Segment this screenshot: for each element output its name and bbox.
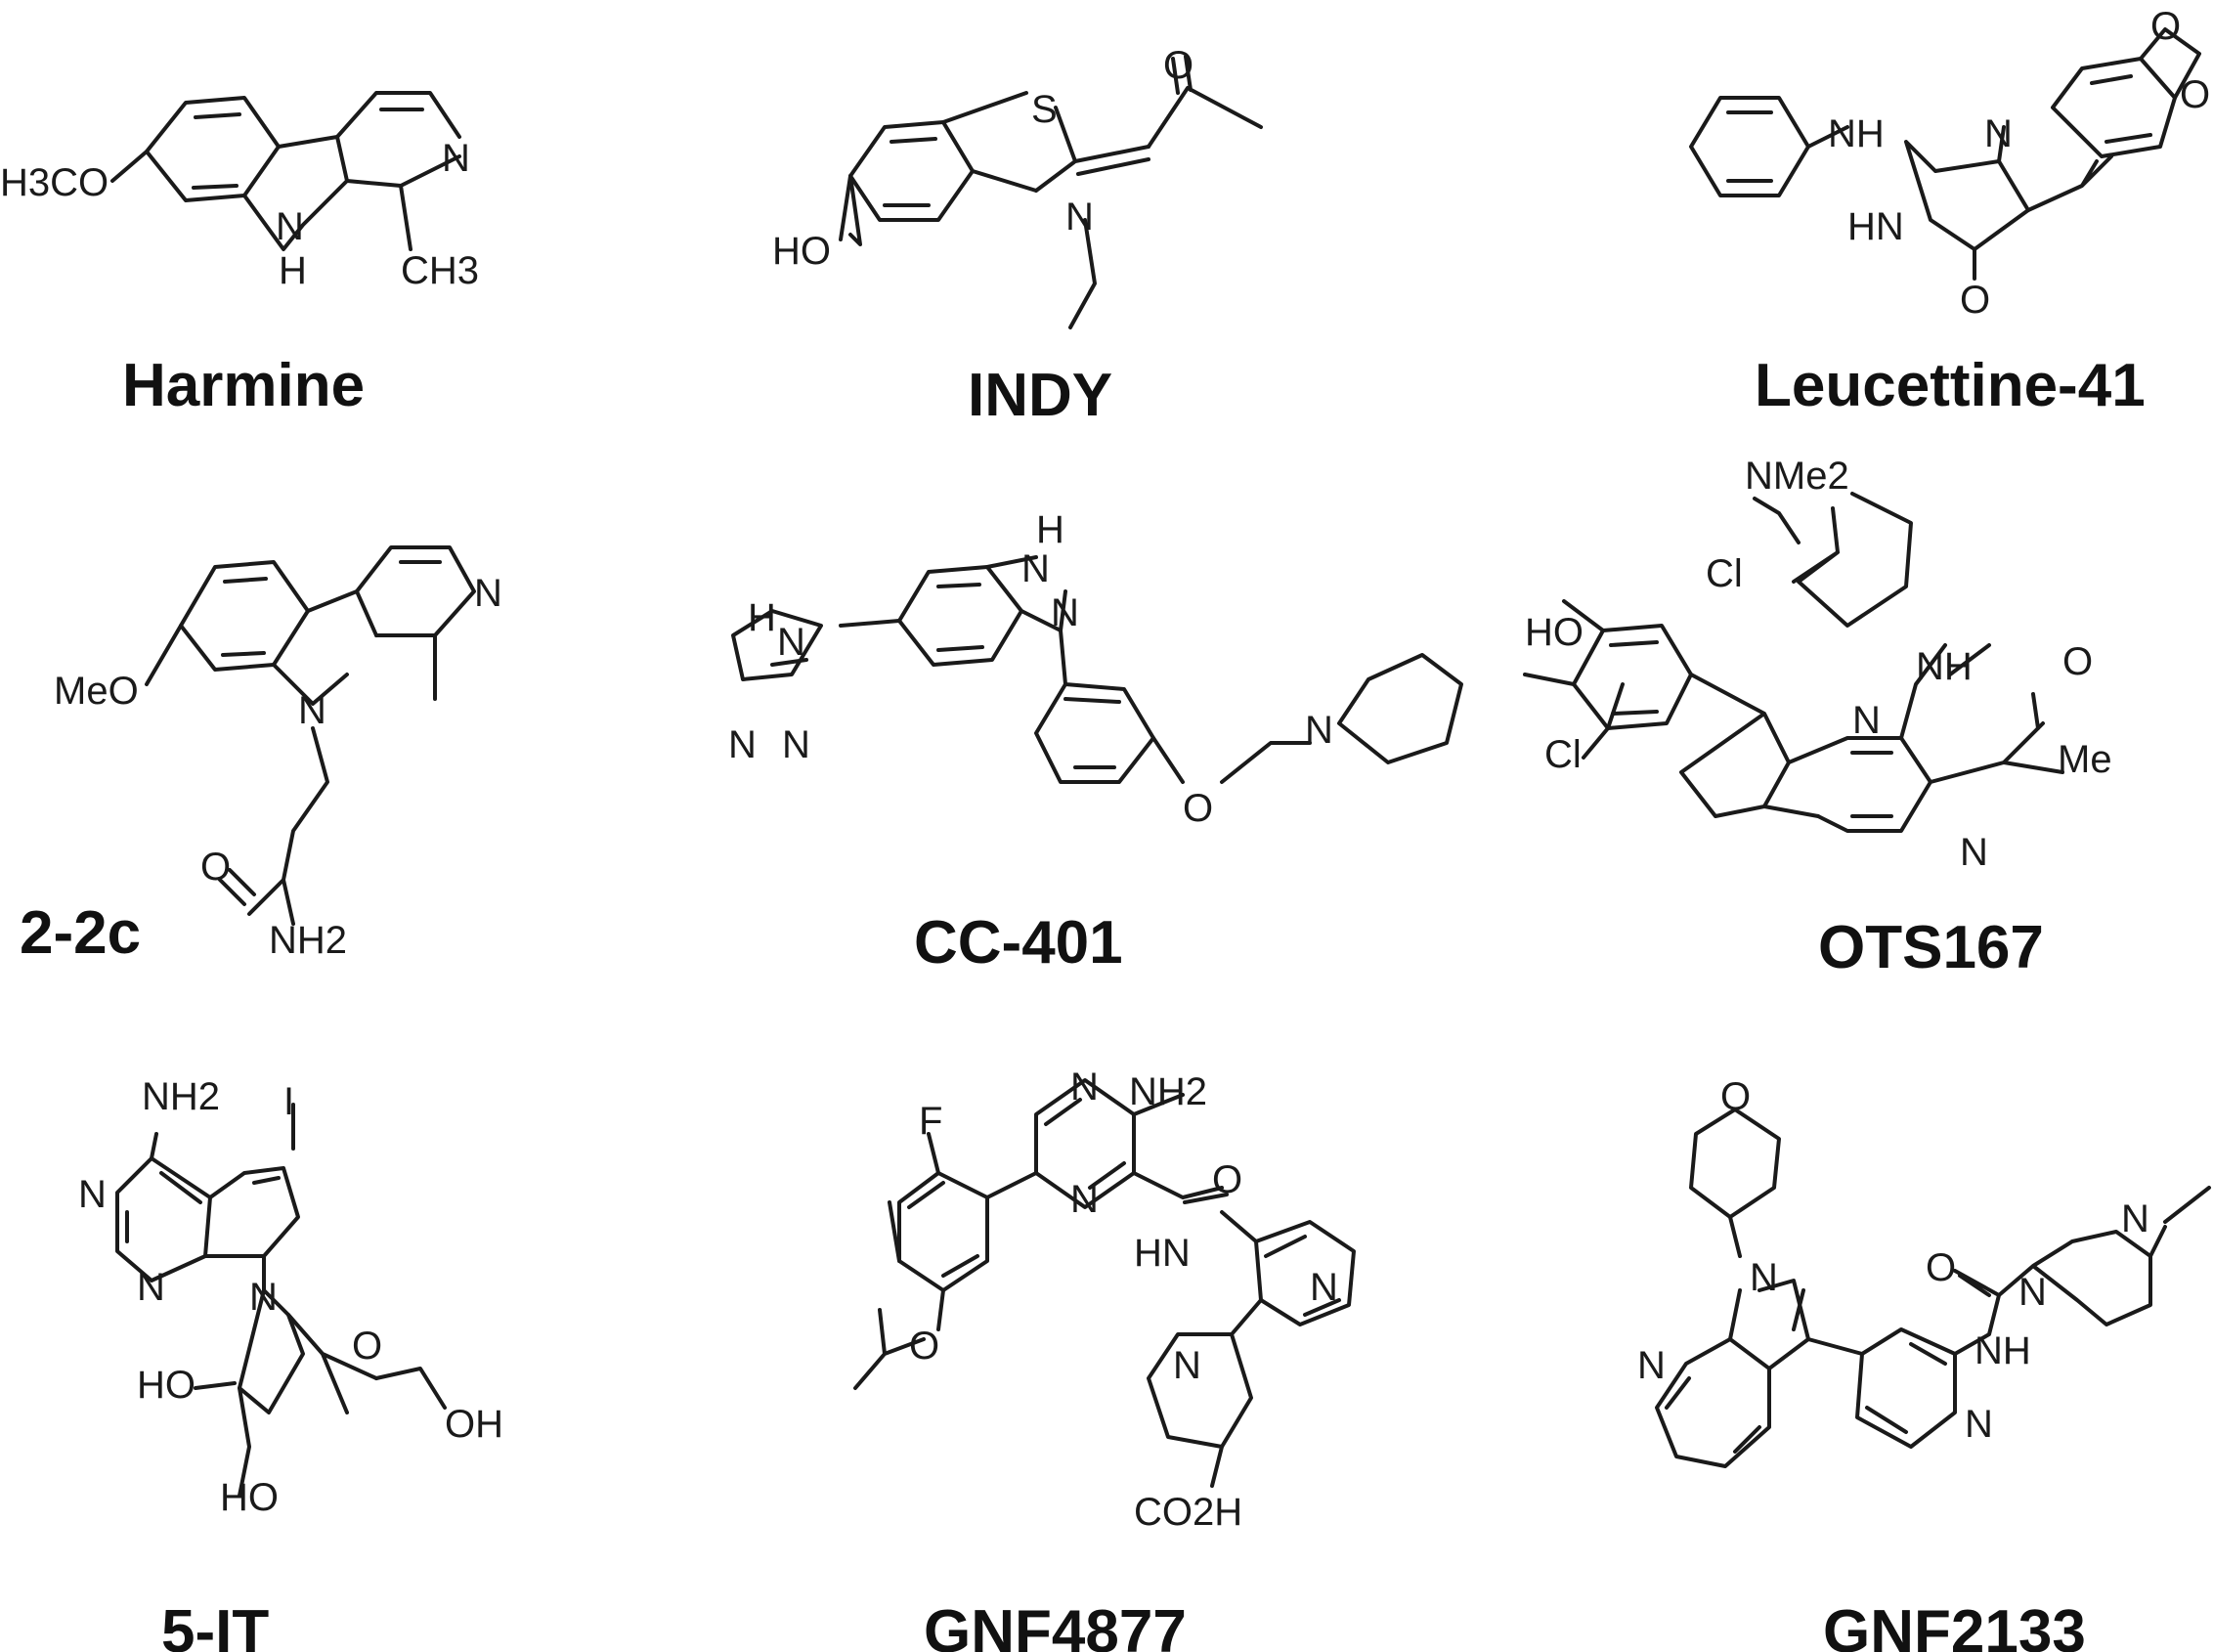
label-o: O [1926, 1246, 1956, 1289]
caption-harmine: Harmine [122, 352, 365, 419]
label-nh2: NH2 [269, 919, 347, 962]
label-n1: N [1070, 1065, 1099, 1109]
label-i: I [283, 1080, 294, 1123]
label-o: O [1960, 279, 1990, 322]
label-me: Me [2058, 738, 2112, 781]
label-n: N [1065, 196, 1094, 239]
label-meo: MeO [54, 670, 139, 713]
label-nh: NH [1916, 645, 1973, 688]
label-n1: N [1750, 1256, 1778, 1299]
label-n2: N [2121, 1197, 2149, 1240]
label-och3: H3CO [0, 161, 108, 204]
label-o: O [2062, 640, 2093, 683]
label-nh2: NH2 [142, 1075, 220, 1118]
label-o: O [352, 1325, 382, 1368]
caption-2-2c: 2-2c [20, 899, 141, 967]
label-n-pip: N [1305, 709, 1333, 752]
label-nme2: NMe2 [1745, 455, 1849, 498]
label-n2: N [1051, 591, 1079, 634]
label-nh: NH [1828, 112, 1885, 155]
label-nh2: NH2 [1129, 1070, 1207, 1113]
label-o1: O [2150, 5, 2181, 48]
caption-indy: INDY [968, 362, 1112, 429]
label-ho1: HO [137, 1364, 195, 1407]
label-cl1: Cl [1706, 552, 1743, 595]
label-n-ring: N [442, 137, 470, 180]
label-oh: OH [445, 1403, 503, 1446]
label-n: N [298, 689, 326, 732]
label-hn: HN [1847, 205, 1904, 248]
caption-5-it: 5-IT [161, 1598, 269, 1652]
label-ho2: HO [220, 1476, 279, 1519]
structure-harmine: H3CO N N H CH3 Harmine [0, 91, 479, 419]
caption-cc-401: CC-401 [914, 909, 1123, 977]
label-n2: N [137, 1266, 165, 1309]
label-n-py: N [1310, 1266, 1338, 1309]
label-ho: HO [772, 230, 831, 273]
caption-ots167: OTS167 [1818, 914, 2044, 981]
structure-leucettine-41: NH N HN O O O Leucettine-41 [1689, 5, 2210, 419]
label-cl2: Cl [1544, 733, 1582, 776]
label-hn: HN [1134, 1232, 1191, 1275]
label-n3: N [2018, 1271, 2047, 1314]
label-n-tri: N [777, 621, 805, 664]
structure-cc-401: H N N H N N N O N CC-401 [728, 508, 1463, 977]
label-n-tri2: N [728, 723, 757, 766]
label-h-tri: H [748, 596, 776, 639]
label-o-ring: O [1720, 1075, 1751, 1118]
label-h-top: H [1036, 508, 1064, 551]
label-n-py: N [1637, 1344, 1666, 1387]
label-nh: NH [1974, 1329, 2031, 1372]
caption-gnf4877: GNF4877 [924, 1598, 1187, 1652]
caption-gnf2133: GNF2133 [1823, 1598, 2086, 1652]
structure-indy: S O HO N INDY [772, 44, 1263, 429]
label-n-pip: N [1173, 1344, 1201, 1387]
label-s: S [1031, 88, 1058, 131]
structure-5-it: NH2 I N N N O HO OH HO 5-IT [78, 1075, 503, 1652]
structure-ots167: NMe2 Cl HO NH O Cl N Me N OTS167 [1523, 455, 2112, 981]
label-o: O [1163, 44, 1193, 87]
label-o: O [1183, 787, 1213, 830]
label-n-ring: N [474, 572, 502, 615]
structure-gnf2133: O N N O N N NH N GNF2133 [1637, 1075, 2211, 1652]
label-o2: O [2180, 73, 2210, 116]
label-ho: HO [1525, 611, 1584, 654]
label-n2: N [1960, 831, 1988, 874]
label-n2: N [1070, 1178, 1099, 1221]
label-co2h: CO2H [1134, 1491, 1242, 1534]
label-f: F [919, 1100, 942, 1143]
structure-2-2c: N MeO N O NH2 2-2c [20, 545, 502, 967]
structure-gnf4877: N NH2 F N O HN N O N CO2H GNF4877 [853, 1065, 1356, 1652]
label-n1: N [78, 1173, 107, 1216]
label-n: N [1984, 112, 2013, 155]
label-ch3: CH3 [401, 249, 479, 292]
label-n1: N [1021, 547, 1050, 590]
label-nh: N [276, 205, 304, 248]
label-o1: O [1212, 1158, 1242, 1201]
label-n-py2: N [1965, 1403, 1993, 1446]
label-h: H [279, 249, 307, 292]
label-n1: N [1852, 699, 1881, 742]
label-o: O [200, 846, 231, 889]
label-n3: N [249, 1276, 278, 1319]
label-n-tri3: N [782, 723, 810, 766]
label-o2: O [909, 1325, 939, 1368]
caption-leucettine-41: Leucettine-41 [1755, 352, 2146, 419]
